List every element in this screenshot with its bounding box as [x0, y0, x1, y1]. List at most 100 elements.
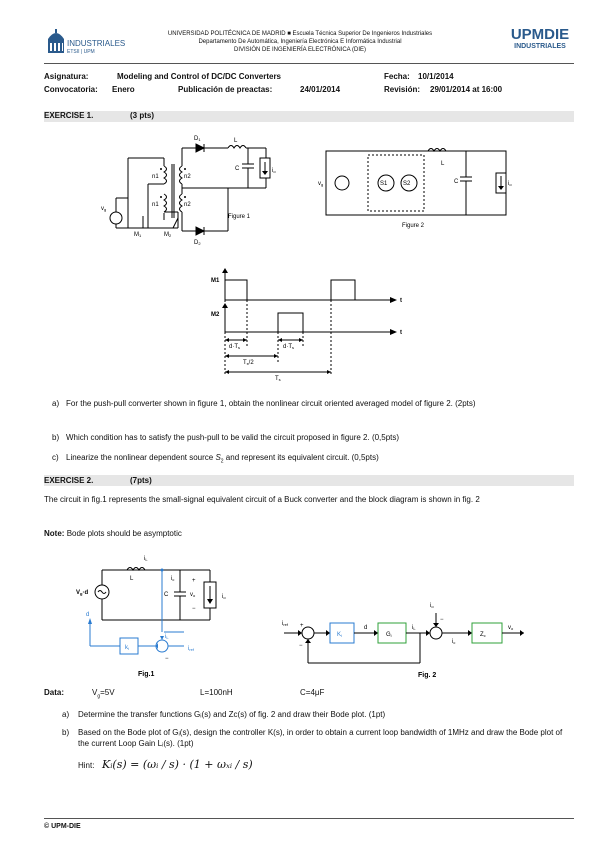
ex2fig2-vo-label: vo — [508, 625, 514, 631]
data-vg: Vg=5V — [92, 688, 115, 700]
ex2fig1-minus: − — [192, 606, 196, 612]
fig1-io-label: io — [272, 168, 276, 174]
ex2fig2-d-label: d — [364, 625, 367, 631]
exercise2-points: (7pts) — [130, 476, 152, 485]
ex2fig1-plus: + — [192, 578, 196, 584]
etsii-logo: INDUSTRIALES ETSII | UPM — [45, 27, 125, 57]
timing-m2-label: M2 — [211, 312, 220, 318]
ex2fig2-ki-label: Ki — [337, 632, 342, 638]
exercise1-bar — [44, 111, 574, 122]
ex2fig1-l-label: L — [130, 576, 134, 582]
ex2-fig1-caption: Fig.1 — [138, 671, 154, 678]
publicacion-label: Publicación de preactas: — [178, 85, 273, 94]
fig2-io-label: io — [508, 181, 512, 187]
university-name: UNIVERSIDAD POLITÉCNICA DE MADRID ■ Escu… — [167, 31, 433, 37]
logo-left-text: INDUSTRIALES — [67, 39, 125, 48]
fig1-d1-label: D1 — [194, 136, 201, 142]
fig1-m1-label: M1 — [134, 232, 142, 238]
timing-diagram: M1 M2 t t d·Ts d·Ts Ts/2 Ts — [211, 268, 402, 382]
fig2-c-label: C — [454, 179, 459, 185]
data-label: Data: — [44, 688, 65, 697]
revision-value: 29/01/2014 at 16:00 — [430, 85, 503, 94]
fig1-n1b-label: n1 — [152, 202, 159, 208]
ex2fig2-il-label: iL — [412, 625, 416, 631]
timing-dts1-label: d·Ts — [229, 344, 240, 350]
exercise1-title: EXERCISE 1. — [44, 111, 94, 120]
exercise2-fig2-block-diagram: iref + − d Ki Gi iL io − ic Zc vo Fig. 2 — [282, 603, 524, 679]
asignatura-value: Modeling and Control of DC/DC Converters — [117, 72, 281, 81]
department-name: Departamento De Automática, Ingeniería E… — [198, 39, 402, 45]
logo-right-sub: INDUSTRIALES — [514, 43, 566, 50]
fig1-d2-label: D2 — [194, 240, 201, 246]
fecha-value: 10/1/2014 — [418, 72, 454, 81]
footer-text: © UPM-DIE — [44, 823, 81, 830]
ex2-fig2-caption: Fig. 2 — [418, 672, 436, 679]
revision-label: Revisión: — [384, 85, 421, 94]
fig2-s2-label: S2 — [403, 181, 411, 187]
fig1-c-label: C — [235, 166, 240, 172]
exercise2-item-b: b) Based on the Bode plot of Gᵢ(s), desi… — [62, 728, 563, 748]
ex2fig1-minus2: − — [165, 656, 169, 662]
logo-left-sub: ETSII | UPM — [67, 49, 95, 55]
ex2fig1-io-label: io — [222, 594, 226, 600]
figure2-averaged-model: vg S1 S2 L C io Figure 2 — [318, 148, 512, 229]
hint-formula: Kᵢ(s) = (ωᵢ / s) · (1 + ωₓᵢ / s) — [102, 758, 253, 771]
fig1-n2b-label: n2 — [184, 202, 191, 208]
fecha-label: Fecha: — [384, 72, 410, 81]
ex2fig1-il2-label: iL — [165, 634, 169, 640]
data-c: C=4μF — [300, 688, 325, 697]
ex2fig1-c-label: C — [164, 592, 169, 598]
upmdie-logo: UPMDIE INDUSTRIALES — [505, 27, 575, 57]
ex2fig2-minus2: − — [440, 617, 444, 623]
exercise2-note: Note: Bode plots should be asymptotic — [44, 529, 182, 538]
ex2fig1-ic-label: ic — [171, 576, 174, 582]
ex2fig2-gi-label: Gi — [386, 632, 392, 638]
fig1-n1a-label: n1 — [152, 174, 159, 180]
fig2-l-label: L — [441, 161, 445, 167]
header-divider — [44, 63, 574, 64]
convocatoria-value: Enero — [112, 85, 135, 94]
ex2fig2-minus: − — [299, 643, 303, 649]
fig1-n2a-label: n2 — [184, 174, 191, 180]
convocatoria-label: Convocatoria: — [44, 85, 98, 94]
ex2fig1-il-label: iL — [144, 556, 148, 562]
publicacion-value: 24/01/2014 — [300, 85, 341, 94]
timing-dts2-label: d·Ts — [283, 344, 294, 350]
fig1-vg-label: vg — [101, 206, 106, 212]
timing-t2-label: t — [400, 330, 402, 336]
asignatura-label: Asignatura: — [44, 72, 89, 81]
timing-ts-label: Ts — [275, 376, 281, 382]
ex2fig1-iref-label: iref — [188, 646, 195, 652]
footer-divider — [44, 818, 574, 819]
ex2fig2-zc-label: Zc — [480, 632, 486, 638]
header-text-block: UNIVERSIDAD POLITÉCNICA DE MADRID ■ Escu… — [145, 30, 455, 54]
exercise2-fig1-buck-smallsignal: Vg·d iL L ic C + vo − io − d ki iref iL … — [76, 556, 226, 678]
ex2fig1-d-label: d — [86, 612, 89, 618]
figure2-caption: Figure 2 — [402, 223, 425, 229]
logo-right-main: UPMDIE — [510, 26, 570, 43]
exercise2-intro: The circuit in fig.1 represents the smal… — [44, 495, 480, 504]
exercise2-title: EXERCISE 2. — [44, 476, 94, 485]
division-name: DIVISIÓN DE INGENIERÍA ELECTRÓNICA (DIE) — [233, 47, 367, 53]
exercise2-bar — [44, 475, 574, 486]
hint-label: Hint: — [78, 761, 95, 770]
timing-m1-label: M1 — [211, 278, 220, 284]
data-l: L=100nH — [200, 688, 233, 697]
ex2fig1-ki-label: ki — [125, 645, 129, 651]
exercise1-item-a: a) For the push-pull converter shown in … — [52, 399, 476, 408]
timing-t1-label: t — [400, 298, 402, 304]
fig1-l-label: L — [234, 138, 238, 144]
ex2fig1-vg-label: Vg·d — [76, 590, 88, 596]
ex2fig2-iref-label: iref — [282, 621, 289, 627]
ex2fig2-ic-label: ic — [452, 639, 455, 645]
fig1-m2-label: M2 — [164, 232, 172, 238]
figure1-caption: Figure 1 — [228, 214, 251, 220]
figure1-push-pull-circuit: D1 D2 L C io vg M1 M2 n1 n2 n1 n2 Figure… — [101, 136, 276, 246]
ex2fig1-vo-label: vo — [190, 592, 196, 598]
exercise1-item-c: c) Linearize the nonlinear dependent sou… — [52, 453, 379, 465]
fig2-vg-label: vg — [318, 181, 323, 187]
exercise1-points: (3 pts) — [130, 111, 154, 120]
fig2-s1-label: S1 — [380, 181, 388, 187]
ex2fig2-plus: + — [300, 623, 304, 629]
exercise1-item-b: b) Which condition has to satisfy the pu… — [52, 433, 400, 442]
